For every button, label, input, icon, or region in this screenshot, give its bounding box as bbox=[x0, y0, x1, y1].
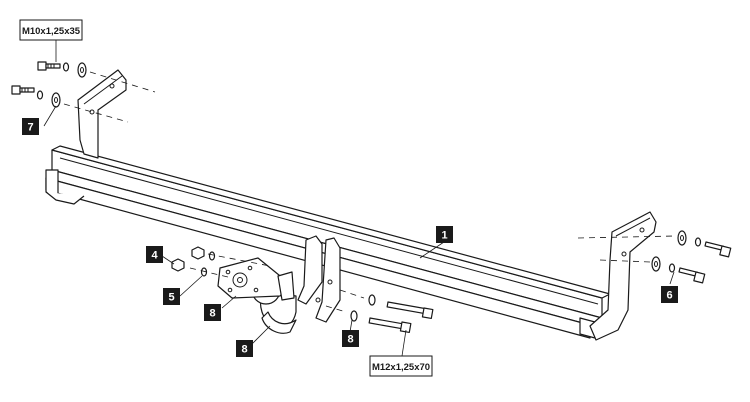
badge-part-5: 5 bbox=[163, 288, 180, 305]
badge-part-8-ball-label: 8 bbox=[241, 344, 247, 356]
badge-part-4-label: 4 bbox=[151, 250, 158, 262]
badge-part-7-label: 7 bbox=[27, 122, 33, 134]
bolt-set-right-lower bbox=[599, 256, 706, 284]
bolt-set-top-left bbox=[37, 61, 156, 93]
badge-part-6: 6 bbox=[661, 286, 678, 303]
badge-part-4: 4 bbox=[146, 246, 163, 263]
badge-part-5-label: 5 bbox=[168, 292, 174, 304]
nut-set-flange bbox=[171, 246, 271, 279]
callout-top-left: M10x1,25x35 bbox=[19, 19, 83, 41]
badge-part-8-flange-label: 8 bbox=[209, 308, 215, 320]
callout-bottom: M12x1,25x70 bbox=[369, 355, 433, 377]
badge-part-8-ball: 8 bbox=[236, 340, 253, 357]
centre-plates bbox=[297, 235, 341, 323]
callout-bottom-label: M12x1,25x70 bbox=[372, 362, 430, 373]
tow-ball-assembly bbox=[217, 257, 297, 334]
badge-part-1: 1 bbox=[436, 226, 453, 243]
badge-part-8-flange: 8 bbox=[204, 304, 221, 321]
badge-part-1-label: 1 bbox=[441, 230, 447, 242]
left-bracket bbox=[45, 69, 127, 205]
badge-part-8-centre: 8 bbox=[342, 330, 359, 347]
right-bracket bbox=[589, 211, 657, 341]
callout-top-left-label: M10x1,25x35 bbox=[22, 26, 81, 37]
bolt-set-left bbox=[11, 85, 129, 123]
bolt-set-right-upper bbox=[577, 230, 732, 258]
badge-part-7: 7 bbox=[22, 118, 39, 135]
bolt-set-centre bbox=[325, 289, 434, 334]
badge-part-8-centre-label: 8 bbox=[347, 334, 353, 346]
badge-part-6-label: 6 bbox=[666, 290, 672, 302]
